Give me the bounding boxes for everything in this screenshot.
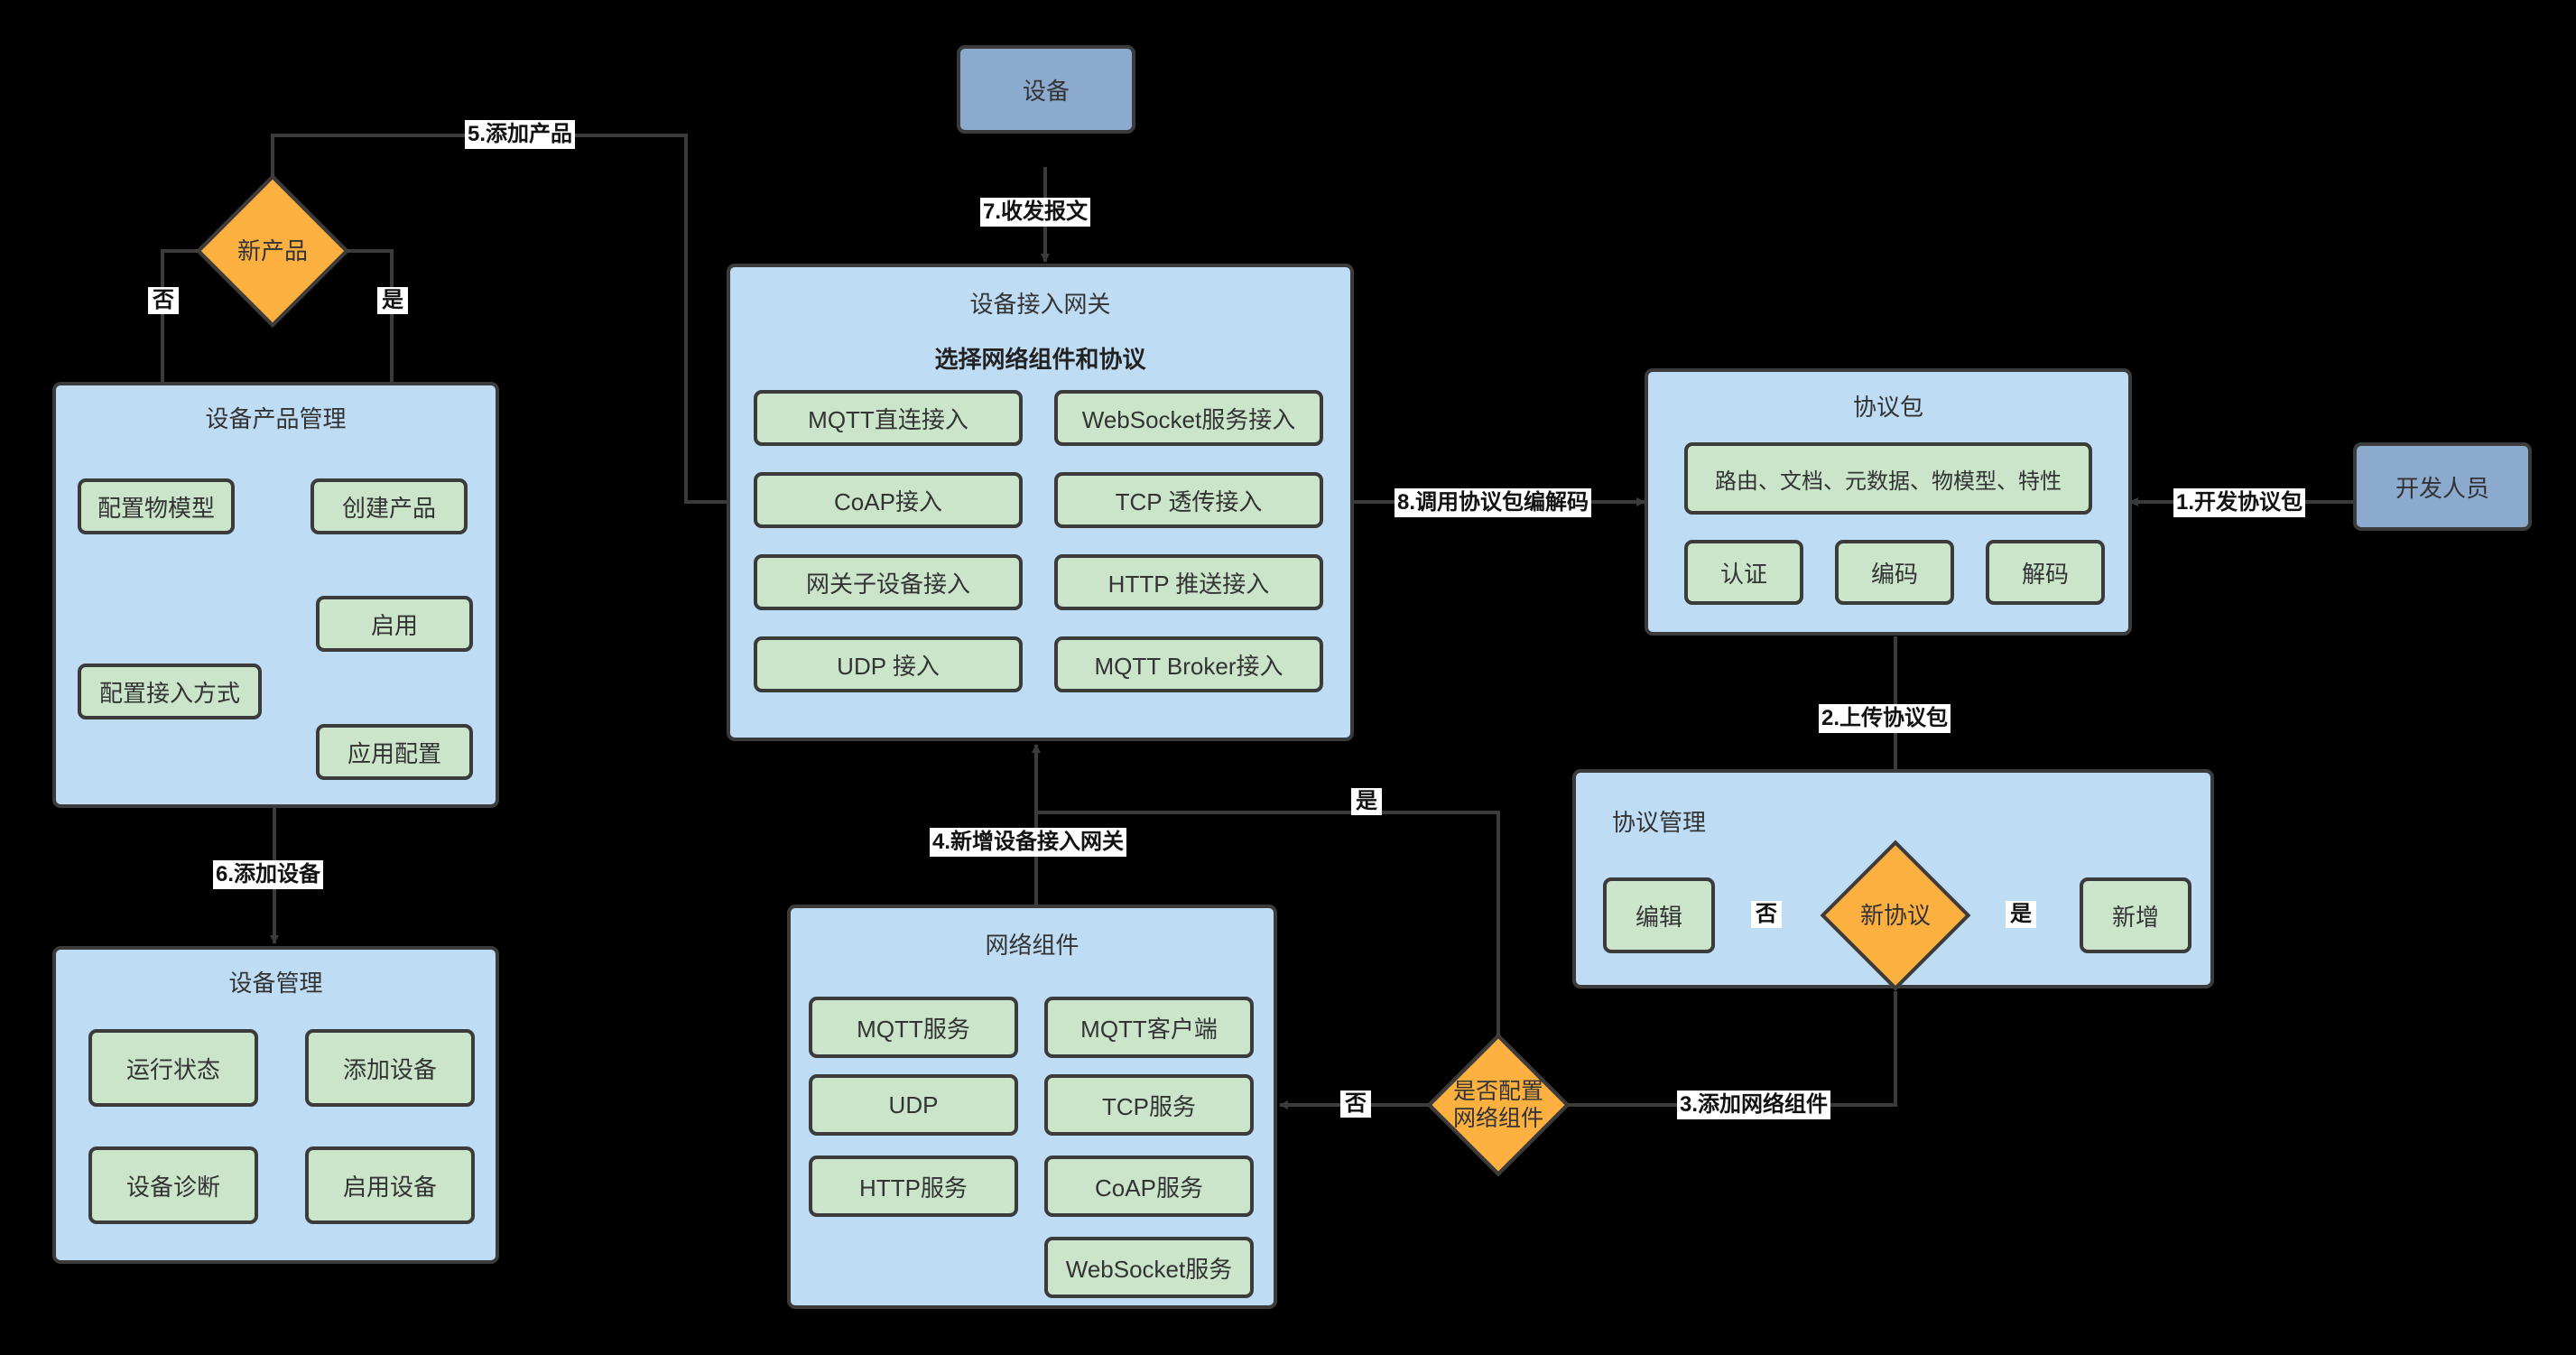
node-label: MQTT客户端 <box>1080 1015 1218 1043</box>
panel-device-management-title: 设备管理 <box>228 970 323 997</box>
actor-developer-label: 开发人员 <box>2395 474 2489 502</box>
node-label: HTTP 推送接入 <box>1107 570 1270 598</box>
node-apply-config[interactable]: 应用配置 <box>316 724 473 780</box>
node-create-product[interactable]: 创建产品 <box>310 478 468 534</box>
panel-protocol-package-title: 协议包 <box>1852 394 1923 421</box>
node-mqtt-service[interactable]: MQTT服务 <box>809 997 1018 1058</box>
panel-protocol-management-title: 协议管理 <box>1612 809 1707 836</box>
edge-label-add-device: 6.添加设备 <box>213 860 324 889</box>
edge-label-send-receive-message: 7.收发报文 <box>980 198 1091 227</box>
node-websocket-service-access[interactable]: WebSocket服务接入 <box>1054 390 1323 446</box>
node-label: 配置接入方式 <box>98 679 240 707</box>
node-configure-access-method[interactable]: 配置接入方式 <box>78 664 262 719</box>
node-label: 创建产品 <box>341 494 436 522</box>
node-label: CoAP服务 <box>1095 1174 1203 1202</box>
node-coap-access[interactable]: CoAP接入 <box>754 472 1023 528</box>
node-label: CoAP接入 <box>834 487 942 515</box>
edge-label-develop-protocol-package: 1.开发协议包 <box>2173 488 2306 517</box>
node-http-push-access[interactable]: HTTP 推送接入 <box>1054 554 1323 610</box>
node-edit-protocol[interactable]: 编辑 <box>1603 877 1715 953</box>
node-label: 添加设备 <box>342 1055 437 1083</box>
node-label: HTTP服务 <box>859 1174 968 1202</box>
edge-label-call-protocol-codec: 8.调用协议包编解码 <box>1395 488 1592 517</box>
gateway-subtitle: 选择网络组件和协议 <box>934 346 1146 373</box>
node-label: UDP <box>888 1090 939 1118</box>
node-encode[interactable]: 编码 <box>1835 540 1954 605</box>
node-label: MQTT直连接入 <box>808 405 968 433</box>
node-udp-access[interactable]: UDP 接入 <box>754 636 1023 692</box>
node-http-service[interactable]: HTTP服务 <box>809 1155 1018 1217</box>
edge-label-configure-network-no: 否 <box>1340 1090 1371 1118</box>
node-authentication[interactable]: 认证 <box>1684 540 1803 605</box>
decision-new-product-label: 新产品 <box>236 237 308 265</box>
node-device-diagnosis[interactable]: 设备诊断 <box>88 1146 258 1224</box>
actor-device-label: 设备 <box>1022 77 1070 105</box>
node-label: MQTT Broker接入 <box>1094 652 1283 680</box>
node-label: 设备诊断 <box>125 1173 220 1201</box>
edge-label-configure-network-yes: 是 <box>1351 788 1382 815</box>
node-label: 应用配置 <box>347 739 441 767</box>
node-mqtt-broker-access[interactable]: MQTT Broker接入 <box>1054 636 1323 692</box>
node-websocket-service[interactable]: WebSocket服务 <box>1044 1237 1254 1298</box>
node-routing-doc-metadata-model-features[interactable]: 路由、文档、元数据、物模型、特性 <box>1684 442 2092 515</box>
panel-device-access-gateway-title: 设备接入网关 <box>969 291 1111 318</box>
node-label: 路由、文档、元数据、物模型、特性 <box>1715 469 2062 494</box>
edge-label-new-protocol-yes: 是 <box>2006 901 2036 928</box>
node-mqtt-client[interactable]: MQTT客户端 <box>1044 997 1254 1058</box>
node-label: 编码 <box>1870 560 1918 588</box>
panel-network-components-title: 网络组件 <box>985 932 1080 959</box>
node-decode[interactable]: 解码 <box>1986 540 2105 605</box>
node-gateway-subdevice-access[interactable]: 网关子设备接入 <box>754 554 1023 610</box>
node-add-protocol[interactable]: 新增 <box>2080 877 2191 953</box>
decision-new-protocol-label: 新协议 <box>1859 902 1931 929</box>
edge-label-add-product: 5.添加产品 <box>465 120 576 149</box>
node-label: WebSocket服务 <box>1065 1255 1233 1283</box>
node-label: TCP 透传接入 <box>1115 487 1263 515</box>
edge-label-new-product-no: 否 <box>148 287 179 314</box>
edge-label-add-network-component: 3.添加网络组件 <box>1677 1090 1831 1119</box>
node-enable[interactable]: 启用 <box>316 596 473 652</box>
node-add-device[interactable]: 添加设备 <box>305 1029 475 1107</box>
node-coap-service[interactable]: CoAP服务 <box>1044 1155 1254 1217</box>
actor-developer[interactable]: 开发人员 <box>2353 442 2532 531</box>
node-label: 编辑 <box>1635 903 1682 931</box>
node-enable-device[interactable]: 启用设备 <box>305 1146 475 1224</box>
decision-configure-network-component-label: 是否配置网络组件 <box>1452 1079 1543 1131</box>
node-label: 运行状态 <box>125 1055 220 1083</box>
node-tcp-service[interactable]: TCP服务 <box>1044 1074 1254 1136</box>
actor-device[interactable]: 设备 <box>957 45 1135 134</box>
decision-new-product[interactable]: 新产品 <box>196 174 349 328</box>
node-configure-thing-model[interactable]: 配置物模型 <box>78 478 235 534</box>
edge-label-add-device-gateway: 4.新增设备接入网关 <box>930 828 1127 857</box>
node-label: 配置物模型 <box>97 494 215 522</box>
node-tcp-transparent-access[interactable]: TCP 透传接入 <box>1054 472 1323 528</box>
node-label: WebSocket服务接入 <box>1081 405 1296 433</box>
edge-label-upload-protocol-package: 2.上传协议包 <box>1819 704 1951 733</box>
node-label: 网关子设备接入 <box>805 570 970 598</box>
node-label: TCP服务 <box>1101 1092 1196 1120</box>
edge-label-new-product-yes: 是 <box>377 287 408 314</box>
node-udp[interactable]: UDP <box>809 1074 1018 1136</box>
node-label: MQTT服务 <box>857 1015 970 1043</box>
node-label: 解码 <box>2021 560 2069 588</box>
node-mqtt-direct-access[interactable]: MQTT直连接入 <box>754 390 1023 446</box>
decision-new-protocol[interactable]: 新协议 <box>1820 840 1971 991</box>
node-label: 启用设备 <box>342 1173 437 1201</box>
node-label: 启用 <box>370 611 418 639</box>
node-label: 新增 <box>2111 903 2159 931</box>
node-label: 认证 <box>1719 560 1767 588</box>
node-label: UDP 接入 <box>837 652 940 680</box>
decision-configure-network-component[interactable]: 是否配置网络组件 <box>1426 1033 1571 1177</box>
edge-label-new-protocol-no: 否 <box>1751 901 1782 928</box>
node-running-status[interactable]: 运行状态 <box>88 1029 258 1107</box>
panel-device-product-management-title: 设备产品管理 <box>205 405 347 432</box>
